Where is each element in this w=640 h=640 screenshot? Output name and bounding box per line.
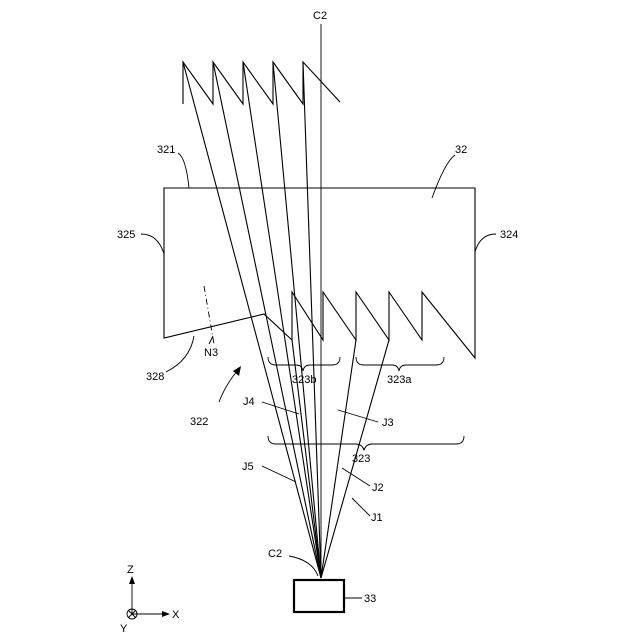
brace-323 [268, 436, 464, 450]
leader-j5 [262, 466, 296, 482]
label-325: 325 [117, 229, 135, 241]
label-j2: J2 [372, 482, 384, 494]
label-axis-y: Y [120, 623, 128, 635]
label-321: 321 [157, 144, 175, 156]
leader-321 [178, 153, 189, 188]
axis-x-arrowhead [162, 611, 170, 617]
leader-j4 [262, 402, 299, 414]
ray-j2 [273, 62, 321, 578]
ray-j3 [243, 62, 321, 578]
label-n3: N3 [204, 347, 218, 359]
label-j1: J1 [371, 512, 383, 524]
normal-n3 [204, 286, 214, 344]
n3-leader [209, 336, 213, 344]
label-j4: J4 [243, 396, 255, 408]
label-322: 322 [190, 416, 208, 428]
leader-324 [475, 234, 496, 252]
axis-z-arrowhead [129, 576, 135, 584]
incident-light-zigzag [183, 62, 340, 104]
component-33 [294, 580, 344, 612]
leader-328 [166, 336, 194, 372]
label-323: 323 [352, 453, 370, 465]
label-axis-z: Z [127, 564, 134, 576]
label-c2-bottom: C2 [268, 548, 282, 560]
leader-j2 [342, 468, 370, 486]
leader-32 [432, 155, 455, 198]
label-323b: 323b [292, 374, 316, 386]
leader-325 [141, 234, 164, 254]
leader-c2-bottom [289, 556, 318, 576]
ray-j4 [213, 62, 321, 578]
label-32: 32 [455, 144, 467, 156]
ray-facet-a [321, 340, 356, 578]
label-323a: 323a [387, 374, 412, 386]
leader-j1 [352, 498, 370, 516]
brace-323b [268, 357, 340, 371]
label-j5: J5 [242, 461, 254, 473]
arrow-322 [219, 370, 238, 402]
label-j3: J3 [382, 417, 394, 429]
label-328: 328 [146, 371, 164, 383]
prism-body [164, 188, 475, 358]
label-c2-top: C2 [313, 10, 327, 22]
label-324: 324 [500, 229, 518, 241]
label-axis-x: X [172, 609, 180, 621]
ray-j5 [183, 62, 321, 578]
label-33: 33 [364, 593, 376, 605]
brace-323a [356, 357, 444, 371]
